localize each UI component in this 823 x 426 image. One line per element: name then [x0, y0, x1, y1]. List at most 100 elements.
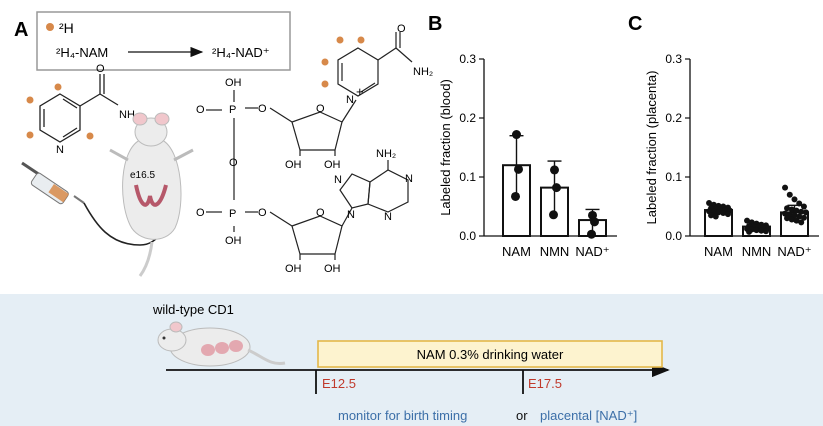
y-axis-label: Labeled fraction (placenta)	[644, 71, 659, 225]
data-point	[800, 203, 807, 210]
data-point	[708, 212, 715, 219]
data-point	[793, 217, 800, 224]
nad-molecule	[206, 32, 413, 260]
data-point	[587, 229, 596, 239]
data-point	[788, 206, 795, 213]
y-tick-label: 0.3	[459, 52, 476, 66]
nam-molecule	[39, 74, 119, 143]
nad-amide-group: NH₂	[413, 66, 433, 78]
category-label: NMN	[540, 244, 570, 259]
data-point	[762, 228, 769, 235]
data-point	[744, 217, 751, 224]
adenine-amine: NH₂	[376, 148, 396, 160]
y-tick-label: 0.0	[665, 229, 682, 243]
data-point	[712, 213, 719, 220]
data-point	[758, 227, 765, 234]
panel-a-letter: A	[14, 19, 28, 41]
treatment-bar	[317, 340, 663, 368]
y-tick-label: 0.1	[665, 170, 682, 184]
data-point	[746, 228, 753, 235]
category-label: NAD⁺	[777, 244, 811, 259]
category-label: NMN	[742, 244, 772, 259]
data-point	[800, 214, 807, 221]
ribose-2-oh-left: OH	[285, 263, 302, 275]
end-day-label: E17.5	[528, 376, 562, 391]
wildtype-mouse-icon	[157, 321, 286, 367]
data-point	[549, 210, 558, 220]
deuterium-dot-icon	[46, 23, 54, 31]
y-tick-label: 0.3	[665, 52, 682, 66]
data-point	[514, 164, 523, 174]
data-point	[798, 219, 805, 226]
data-point	[724, 211, 731, 218]
data-point	[512, 130, 521, 140]
data-point	[753, 227, 760, 234]
mouse-stage-label: e16.5	[130, 170, 155, 181]
data-point	[784, 205, 791, 212]
outcome-connector: or	[516, 408, 528, 423]
data-point	[784, 215, 791, 222]
ribose-2-oh-right: OH	[324, 263, 341, 275]
y-axis-label: Labeled fraction (blood)	[438, 79, 453, 216]
data-point	[590, 217, 599, 227]
data-point	[706, 199, 713, 206]
bridging-oxygen: O	[229, 157, 238, 169]
data-point	[788, 216, 795, 223]
data-point	[720, 209, 727, 216]
syringe-icon	[21, 161, 163, 246]
outcome-birth-timing: monitor for birth timing	[338, 408, 467, 423]
data-point	[786, 191, 793, 198]
data-point	[782, 210, 789, 217]
adenine-n7: N	[334, 174, 342, 186]
y-tick-label: 0.2	[665, 111, 682, 125]
data-point	[802, 209, 809, 216]
nad-ring-nitrogen: N	[346, 94, 354, 106]
ester-oxygen-top: O	[258, 103, 267, 115]
adenine-n9: N	[347, 209, 355, 221]
pregnant-mouse-icon	[109, 112, 194, 277]
data-point	[511, 191, 520, 201]
y-tick-label: 0.0	[459, 229, 476, 243]
adenine-n3: N	[384, 211, 392, 223]
category-label: NAD⁺	[575, 244, 609, 259]
nam-deuterium-dots	[26, 83, 94, 140]
nad-carbonyl-oxygen: O	[397, 23, 406, 35]
data-point	[550, 165, 559, 175]
ribose-2-oxygen: O	[316, 207, 325, 219]
phosphate-bottom: P	[229, 208, 236, 220]
data-point	[798, 208, 805, 215]
y-tick-label: 0.1	[459, 170, 476, 184]
category-label: NAM	[502, 244, 531, 259]
panel-b-letter: B	[428, 13, 442, 35]
ribose-1-oh-left: OH	[285, 159, 302, 171]
mouse-strain-label: wild-type CD1	[152, 302, 234, 317]
legend-reaction-from: ²H₄-NAM	[56, 45, 108, 60]
ribose-1-oh-right: OH	[324, 159, 341, 171]
legend-reaction-to: ²H₄-NAD⁺	[212, 45, 270, 60]
ester-oxygen-bottom: O	[258, 207, 267, 219]
phosphate-top-oxygen: O	[196, 104, 205, 116]
phosphate-top-oh: OH	[225, 77, 242, 89]
ribose-1-oxygen: O	[316, 103, 325, 115]
data-point	[791, 196, 798, 203]
category-label: NAM	[704, 244, 733, 259]
data-point	[552, 183, 561, 193]
phosphate-bottom-oh: OH	[225, 235, 242, 247]
isotope-legend-box: ²H ²H₄-NAM ²H₄-NAD⁺	[36, 11, 291, 71]
data-point	[796, 200, 803, 207]
y-tick-label: 0.2	[459, 111, 476, 125]
treatment-label: NAM 0.3% drinking water	[417, 347, 564, 362]
data-point	[793, 207, 800, 214]
nad-deuterium-dots	[321, 36, 365, 88]
phosphate-bottom-oxygen: O	[196, 207, 205, 219]
adenine-n1: N	[405, 173, 413, 185]
nam-ring-nitrogen: N	[56, 144, 64, 156]
phosphate-top: P	[229, 104, 236, 116]
outcome-placental-nad: placental [NAD⁺]	[540, 408, 637, 423]
nad-ring-charge: +	[356, 84, 364, 99]
data-point	[782, 184, 789, 191]
start-day-label: E12.5	[322, 376, 356, 391]
